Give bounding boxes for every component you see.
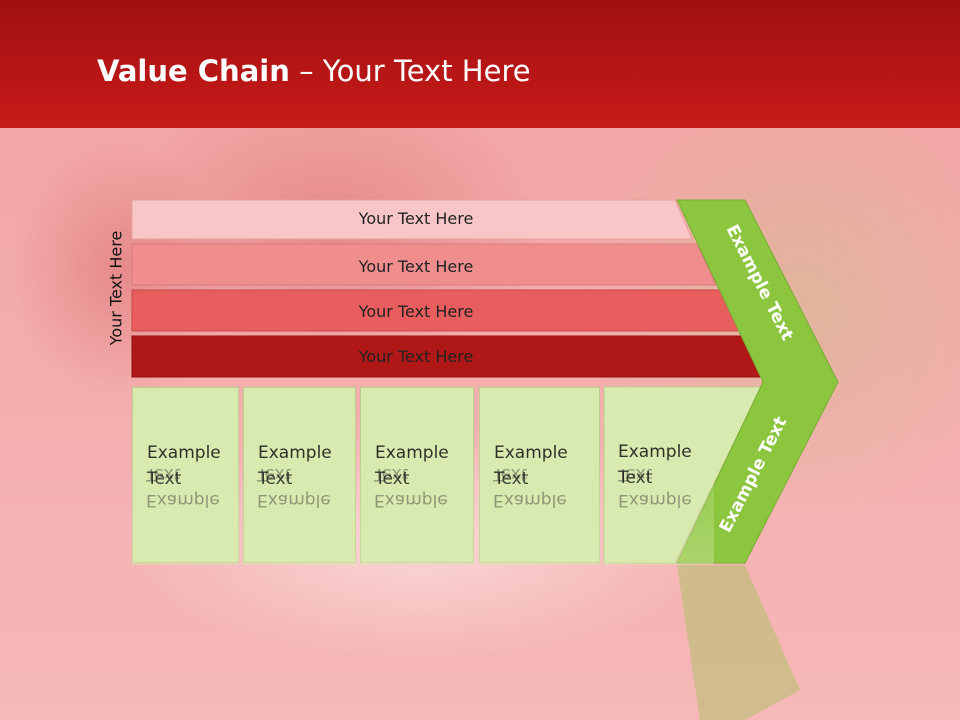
- refl-5-line1: Example: [618, 490, 692, 510]
- band-label-1: Your Text Here: [358, 209, 474, 228]
- refl-1-line1: Example: [146, 490, 220, 510]
- margin-chevron: [676, 199, 839, 564]
- refl-4-line1: Example: [493, 490, 567, 510]
- band-label-3: Your Text Here: [358, 302, 474, 321]
- chevron-reflection: [677, 565, 800, 720]
- refl-5-line2: Text: [618, 464, 653, 484]
- band-1: [131, 199, 693, 240]
- box-3-line2: Text: [375, 469, 410, 489]
- box-2-line1: Example: [258, 443, 332, 463]
- refl-2-line1: Example: [257, 490, 331, 510]
- band-label-4: Your Text Here: [358, 347, 474, 366]
- box-5-line1: Example: [618, 442, 692, 462]
- refl-3-line2: Text: [374, 464, 409, 484]
- box-1-line1: Example: [147, 443, 221, 463]
- activity-box-5-shape: [603, 386, 762, 564]
- box-2-line2: Text: [258, 469, 293, 489]
- box-4-line2: Text: [494, 469, 529, 489]
- box-3-line1: Example: [375, 443, 449, 463]
- band-2: [131, 243, 717, 286]
- band-label-2: Your Text Here: [358, 257, 474, 276]
- refl-2-line2: Text: [257, 464, 292, 484]
- refl-1-line2: Text: [146, 464, 181, 484]
- refl-4-line2: Text: [493, 464, 528, 484]
- title-rest: – Your Text Here: [289, 54, 531, 88]
- box-5-line2: Text: [618, 468, 653, 488]
- slide-title: Value Chain – Your Text Here: [97, 54, 531, 88]
- box-1-line2: Text: [147, 469, 182, 489]
- box-4-line1: Example: [494, 443, 568, 463]
- title-bold: Value Chain: [97, 54, 290, 88]
- refl-3-line1: Example: [374, 490, 448, 510]
